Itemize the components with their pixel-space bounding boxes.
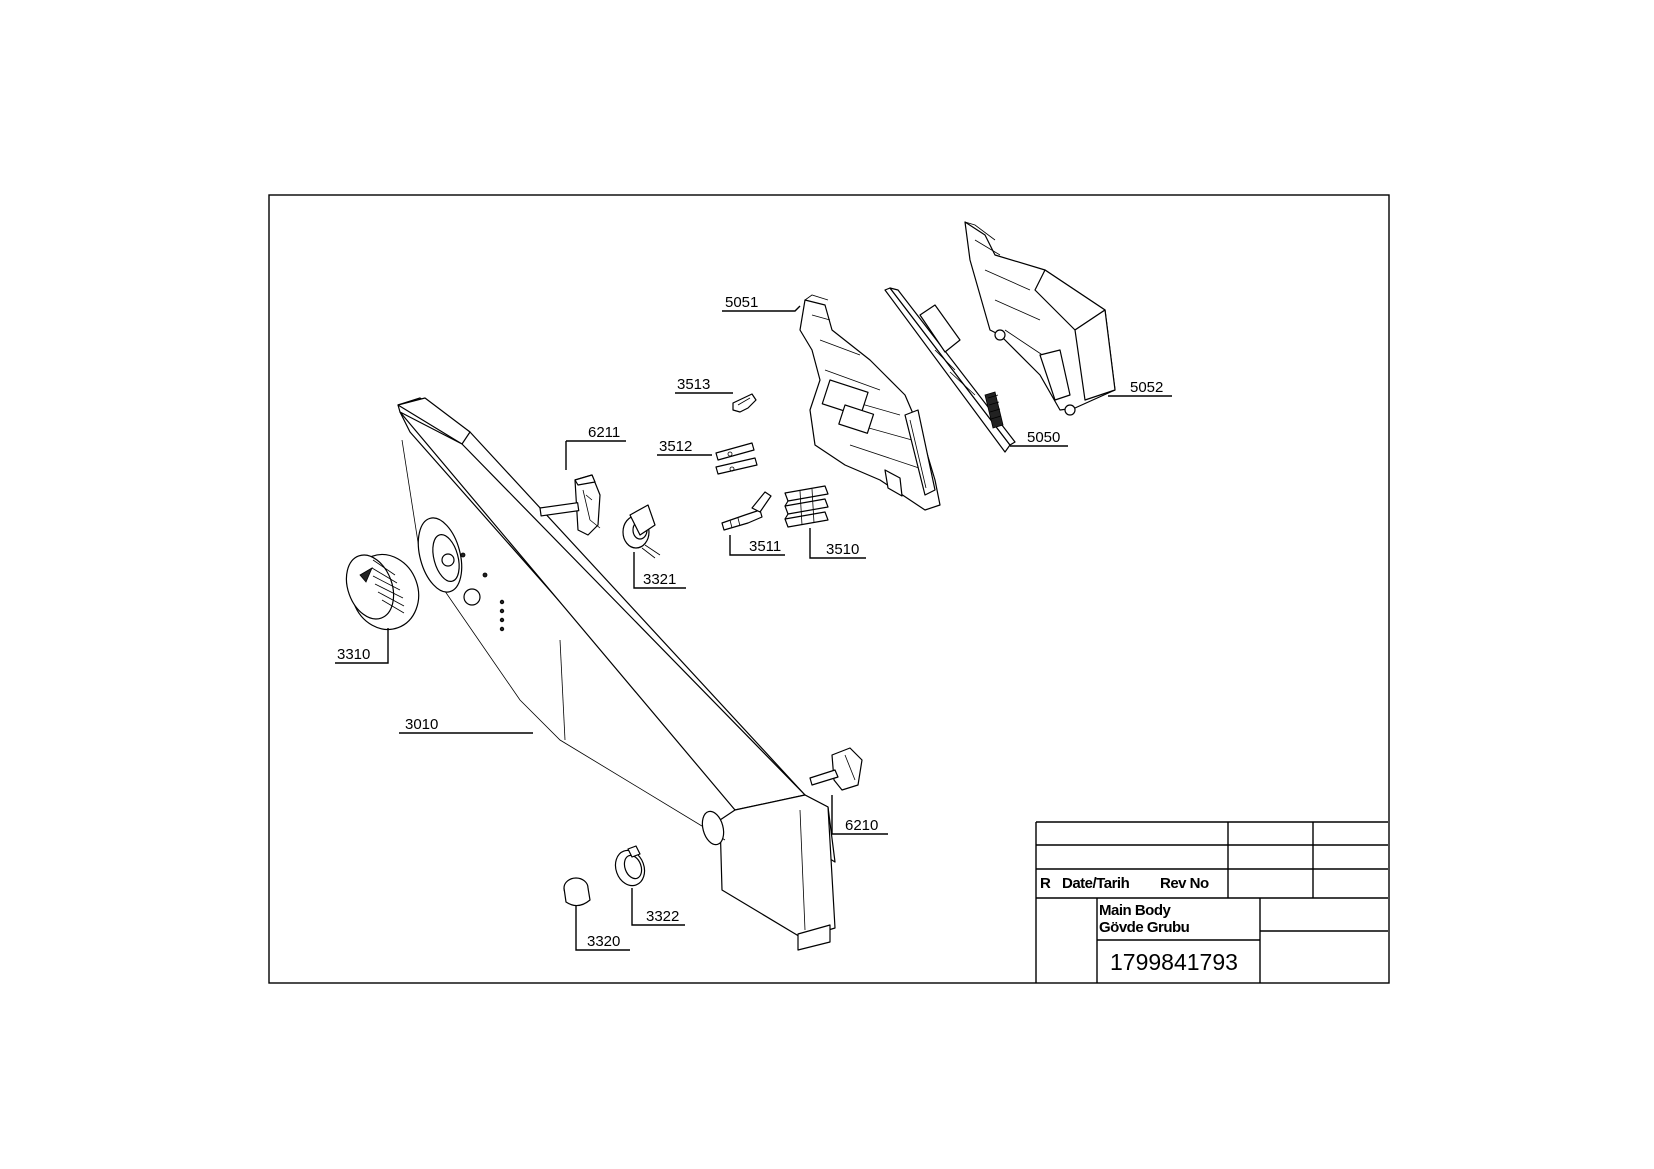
title-block (1035, 821, 1388, 983)
part-6211-switch (539, 474, 601, 536)
label-3322: 3322 (646, 908, 679, 925)
part-3512-light-guides (715, 442, 758, 475)
part-6210-switch (809, 747, 863, 791)
part-3511-push-rod (721, 491, 772, 531)
rev-no-column-header: Rev No (1160, 875, 1209, 892)
part-3010-control-panel (397, 397, 836, 951)
part-3310-program-knob (345, 553, 420, 631)
part-3321-selector (622, 504, 661, 559)
drawing-name-en: Main Body (1099, 902, 1171, 919)
label-3320: 3320 (587, 933, 620, 950)
drawing-part-number: 1799841793 (1110, 949, 1238, 975)
part-3513-clip (732, 393, 757, 413)
label-3512: 3512 (659, 438, 692, 455)
label-3513: 3513 (677, 376, 710, 393)
part-3510-button-set (784, 485, 829, 528)
leader-lines (335, 305, 1172, 951)
date-column-header: Date/Tarih (1062, 875, 1130, 892)
label-5052: 5052 (1130, 379, 1163, 396)
label-5050: 5050 (1027, 429, 1060, 446)
part-3322-ring (614, 845, 646, 887)
label-3010: 3010 (405, 716, 438, 733)
label-3510: 3510 (826, 541, 859, 558)
drawing-frame (268, 194, 1390, 984)
label-6210: 6210 (845, 817, 878, 834)
revision-column-header: R (1040, 875, 1051, 892)
label-3321: 3321 (643, 571, 676, 588)
label-3310: 3310 (337, 646, 370, 663)
drawing-name-tr: Gövde Grubu (1099, 919, 1190, 936)
label-6211: 6211 (588, 424, 620, 441)
part-5051-carrier-frame (799, 294, 941, 511)
part-3320-button-cap (563, 877, 591, 907)
label-5051: 5051 (725, 294, 758, 311)
part-5050-pcb (884, 287, 1016, 453)
label-3511: 3511 (749, 538, 781, 555)
part-5052-cover-housing (964, 221, 1116, 416)
